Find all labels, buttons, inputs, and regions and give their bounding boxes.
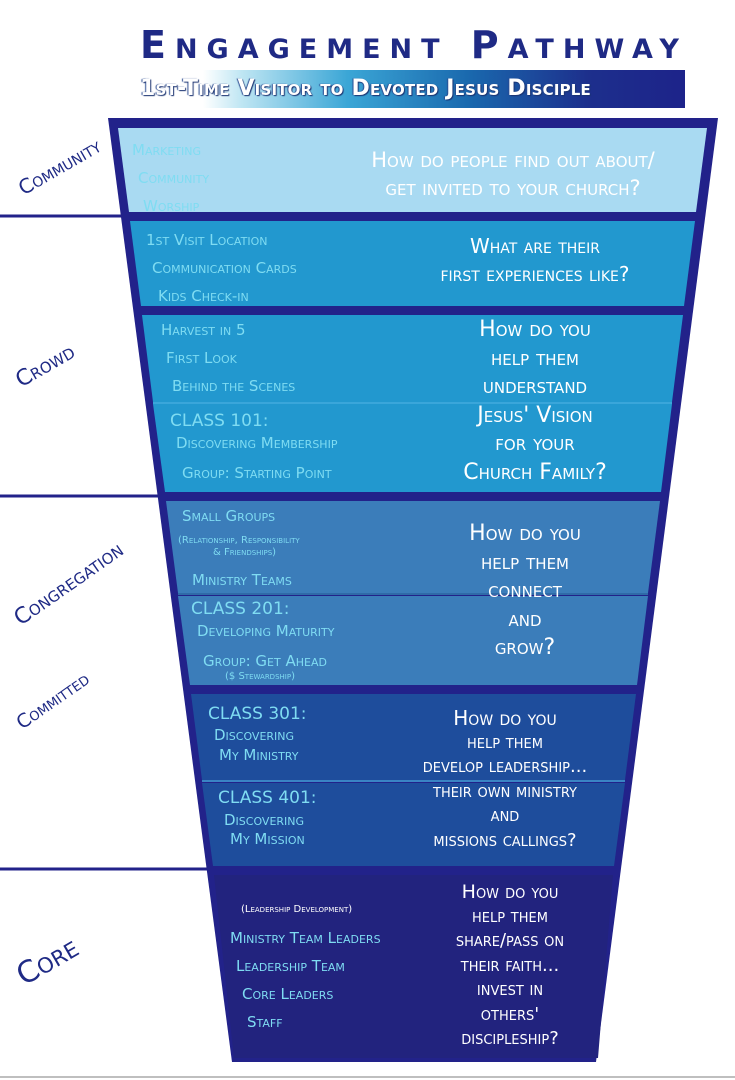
item-class-201: CLASS 201: xyxy=(191,599,290,619)
question-line: How do you xyxy=(461,881,559,903)
item-kids-check-in: Kids Check-in xyxy=(158,287,249,305)
item-my-mission: My Mission xyxy=(230,830,305,848)
question-line: and xyxy=(490,805,520,826)
band-committed-upper xyxy=(191,694,636,780)
question-line: help them xyxy=(467,731,543,753)
question-line: How do you xyxy=(469,521,581,546)
item-staff: Staff xyxy=(247,1013,283,1031)
item-harvest-in-5: Harvest in 5 xyxy=(161,321,246,339)
item-community: Community xyxy=(138,169,210,187)
band-question: How do you help them share/pass on their… xyxy=(425,880,595,1052)
question-line: grow? xyxy=(494,635,556,660)
item-ministry-teams: Ministry Teams xyxy=(192,571,292,589)
item-relationship-note: (Relationship, Responsibility xyxy=(178,535,300,546)
item-developing-maturity: Developing Maturity xyxy=(197,622,335,640)
item-stewardship-note: ($ Stewardship) xyxy=(225,671,295,682)
page-title: Engagement Pathway xyxy=(140,23,688,67)
question-line: others' xyxy=(480,1003,540,1025)
question-line: help them xyxy=(480,549,569,575)
item-class-101: CLASS 101: xyxy=(170,411,269,431)
question-line: and xyxy=(508,606,542,632)
question-line: How do you xyxy=(479,317,591,342)
question-line: connect xyxy=(488,578,562,603)
item-discovering-membership: Discovering Membership xyxy=(176,434,338,452)
band-community xyxy=(118,128,707,212)
band-crowd-lower xyxy=(153,404,672,492)
band-core xyxy=(214,875,613,1058)
question-line: What are their xyxy=(470,234,600,258)
item-small-groups: Small Groups xyxy=(182,507,276,525)
band-congregation-upper xyxy=(166,501,660,593)
item-worship: Worship xyxy=(143,197,200,215)
item-first-look: First Look xyxy=(166,349,237,367)
item-leadership-development: (Leadership Development) xyxy=(241,904,353,915)
band-question: How do you help them understand Jesus' V… xyxy=(420,316,650,487)
item-friendships-note: & Friendships) xyxy=(213,547,277,558)
item-core-leaders: Core Leaders xyxy=(242,985,334,1003)
page-subtitle: 1st-Time Visitor to Devoted Jesus Discip… xyxy=(140,76,591,101)
item-group-get-ahead: Group: Get Ahead xyxy=(203,652,327,670)
item-class-401: CLASS 401: xyxy=(218,788,317,808)
item-ministry-team-leaders: Ministry Team Leaders xyxy=(230,929,381,947)
band-question: How do people find out about/ get invite… xyxy=(318,146,708,202)
item-behind-the-scenes: Behind the Scenes xyxy=(172,377,296,395)
question-line: develop leadership... xyxy=(422,756,588,777)
band-crowd-upper xyxy=(142,315,683,402)
question-line: missions callings? xyxy=(433,829,577,851)
question-line: their faith... xyxy=(460,954,560,976)
item-my-ministry: My Ministry xyxy=(219,746,299,764)
item-group-starting-point: Group: Starting Point xyxy=(182,464,332,482)
band-question: How do you help them develop leadership.… xyxy=(385,706,625,853)
band-question: How do you help them connect and grow? xyxy=(430,520,620,663)
question-line: help them xyxy=(472,905,548,927)
question-line: help them xyxy=(490,345,579,371)
question-line: Jesus' Vision xyxy=(477,402,593,428)
question-line: How do people find out about/ xyxy=(371,148,655,172)
question-line: discipleship? xyxy=(461,1028,559,1049)
band-question: What are their first experiences like? xyxy=(390,232,680,288)
band-congregation-lower xyxy=(178,596,648,685)
question-line: Church Family? xyxy=(463,459,607,485)
question-line: How do you xyxy=(453,706,557,730)
item-discovering: Discovering xyxy=(224,811,305,829)
band-first-visit xyxy=(130,221,695,306)
question-line: invest in xyxy=(476,979,544,1000)
question-line: understand xyxy=(482,374,588,399)
question-line: for your xyxy=(495,431,575,456)
item-communication-cards: Communication Cards xyxy=(152,259,297,277)
bottom-rule xyxy=(0,1076,735,1078)
item-leadership-team: Leadership Team xyxy=(236,957,345,975)
question-line: first experiences like? xyxy=(440,262,630,286)
band-committed-lower xyxy=(202,783,625,866)
subtitle-banner xyxy=(203,70,685,108)
question-line: get invited to your church? xyxy=(385,176,641,200)
question-line: share/pass on xyxy=(455,930,565,951)
question-line: their own ministry xyxy=(433,780,577,802)
item-first-visit-location: 1st Visit Location xyxy=(146,231,268,249)
item-discovering: Discovering xyxy=(214,726,295,744)
item-marketing: Marketing xyxy=(132,141,201,159)
item-class-301: CLASS 301: xyxy=(208,704,307,724)
